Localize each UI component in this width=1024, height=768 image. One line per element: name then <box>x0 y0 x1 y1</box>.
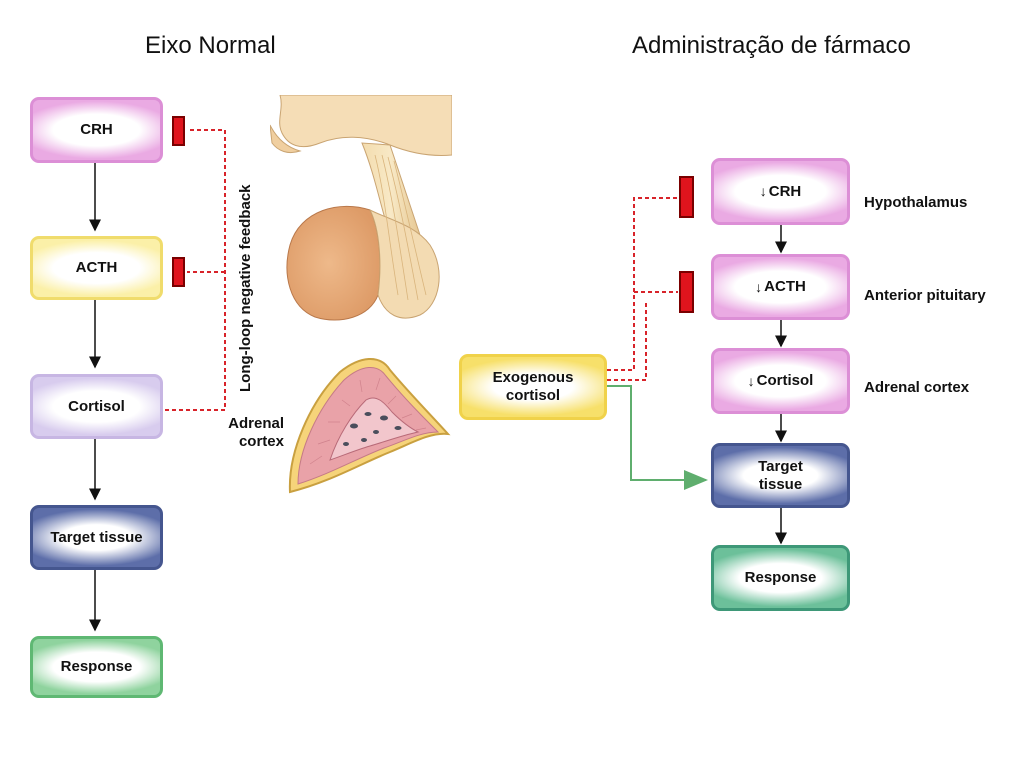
label-adrenal-cortex: Adrenal cortex <box>864 379 970 396</box>
feedback-label: Long-loop negative feedback <box>237 184 254 392</box>
inhibit-block-acth <box>172 257 185 287</box>
exogenous-arrow <box>607 385 708 490</box>
right-title: Administração de fármaco <box>632 32 911 59</box>
node-r-acth: ↓ACTH <box>711 254 850 320</box>
label-hypothalamus: Hypothalamus <box>864 194 968 211</box>
node-acth: ACTH <box>30 236 163 300</box>
node-r-acth-label: ACTH <box>764 278 806 295</box>
node-r-response-label: Response <box>744 569 817 586</box>
node-r-target-line2: tissue <box>758 475 803 493</box>
label-anterior-pituitary: Anterior pituitary <box>864 287 986 304</box>
decrease-arrow-crh: ↓ <box>759 183 767 200</box>
node-r-target-tissue: Target tissue <box>711 443 850 508</box>
node-target-tissue: Target tissue <box>30 505 163 570</box>
inhibit-block-crh <box>172 116 185 146</box>
node-cortisol: Cortisol <box>30 374 163 439</box>
node-response: Response <box>30 636 163 698</box>
node-r-cortisol-label: Cortisol <box>756 372 814 389</box>
decrease-arrow-acth: ↓ <box>755 278 763 295</box>
inhibit-block-r-acth <box>679 271 694 313</box>
pituitary-illustration <box>270 95 452 321</box>
inhibit-block-r-crh <box>679 176 694 218</box>
node-crh-label: CRH <box>80 121 113 138</box>
node-acth-label: ACTH <box>75 259 118 276</box>
node-r-crh-label: CRH <box>768 182 802 200</box>
node-cortisol-label: Cortisol <box>68 397 125 415</box>
decrease-arrow-cortisol: ↓ <box>747 372 755 389</box>
adrenal-line1: Adrenal <box>228 415 284 432</box>
feedback-dashed-right <box>607 197 678 381</box>
node-target-label: Target tissue <box>50 528 143 546</box>
adrenal-gland-illustration <box>288 357 451 494</box>
node-response-label: Response <box>60 658 133 675</box>
exogenous-line1: Exogenous <box>492 369 574 386</box>
node-crh: CRH <box>30 97 163 163</box>
node-r-crh: ↓CRH <box>711 158 850 225</box>
adrenal-cortex-label: Adrenal cortex <box>212 415 284 451</box>
left-title: Eixo Normal <box>145 32 276 59</box>
adrenal-line2: cortex <box>238 433 284 450</box>
exogenous-line2: cortisol <box>505 387 561 404</box>
node-r-response: Response <box>711 545 850 611</box>
node-r-cortisol: ↓Cortisol <box>711 348 850 414</box>
node-exogenous-cortisol: Exogenous cortisol <box>459 354 607 420</box>
node-r-target-line1: Target <box>758 457 803 475</box>
feedback-dashed-left <box>165 129 226 411</box>
